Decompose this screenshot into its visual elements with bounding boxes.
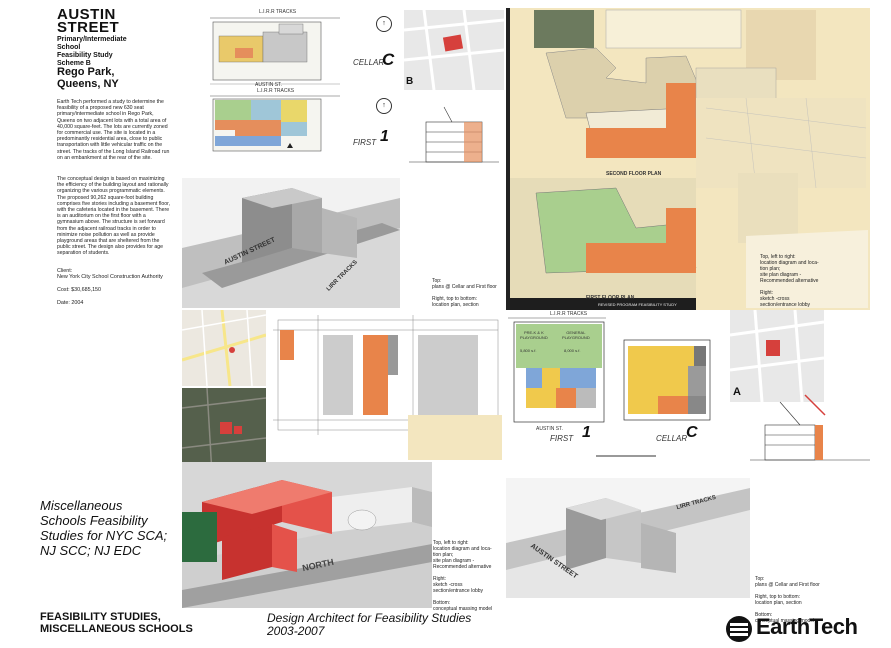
first-num: 1 xyxy=(380,128,389,145)
location-map-1 xyxy=(182,310,266,386)
cellar-label: CELLAR xyxy=(353,58,385,67)
first-label-2: FIRST xyxy=(550,434,574,443)
playground-label-1: PRE-K & K PLAYGROUND xyxy=(520,330,548,340)
austin-st-label: AUSTIN ST. xyxy=(255,82,282,88)
caption-bottom-mid: Top, left to right: location diagram and… xyxy=(433,540,493,612)
second-floor-plan-label: SECOND FLOOR PLAN xyxy=(606,171,662,177)
role-text: Design Architect for Feasibility Studies… xyxy=(267,611,472,638)
cellar-site-plan: L.I.R.R TRACKS AUSTIN ST. xyxy=(205,8,345,90)
section-sketch xyxy=(404,92,504,180)
project-location: Rego Park, Queens, NY xyxy=(57,66,119,90)
first-num-2: 1 xyxy=(582,424,591,441)
first-floor-plan-label: FIRST FLOOR PLAN xyxy=(586,295,635,301)
date-info: Date: 2004 xyxy=(57,300,84,306)
project-subtitle: Primary/Intermediate School Feasibility … xyxy=(57,36,127,67)
playground-label-2: GENERAL PLAYGROUND xyxy=(562,330,590,340)
north-arrow-icon: ↑ xyxy=(376,16,392,32)
massing-model-red: NORTH xyxy=(182,462,432,608)
description-paragraph-1: Earth Tech performed a study to determin… xyxy=(57,99,170,161)
massing-model-top: AUSTIN STREET LIRR TRACKS xyxy=(182,178,400,308)
presentation-board: SECOND FLOOR PLAN FIRST FLOOR PLAN REVIS… xyxy=(506,8,870,310)
location-map-b: B xyxy=(404,10,504,90)
map-b-letter: B xyxy=(406,76,414,87)
title-line2: STREET xyxy=(57,19,120,36)
cellar-letter: C xyxy=(382,50,395,69)
site-plan-diagram xyxy=(268,310,504,460)
massing-model-gray: AUSTIN STREET LIRR TRACKS xyxy=(506,478,750,598)
section-sketch-2 xyxy=(750,390,870,480)
feasibility-heading: FEASIBILITY STUDIES, MISCELLANEOUS SCHOO… xyxy=(40,611,193,635)
earthtech-logo-text: EarthTech xyxy=(756,614,858,639)
austin-st-label-2: AUSTIN ST. xyxy=(536,426,563,432)
lirr-tracks-label: L.I.R.R TRACKS xyxy=(259,9,297,15)
floor-plans: L.I.R.R TRACKS PRE-K & K PLAYGROUND GENE… xyxy=(506,310,728,460)
first-level-marker: ↑ FIRST 1 xyxy=(348,90,400,160)
project-title: AUSTIN STREET xyxy=(57,6,120,36)
revised-label: REVISED PROGRAM FEASIBILITY STUDY xyxy=(598,302,677,307)
description-paragraph-2: The conceptual design is based on maximi… xyxy=(57,176,171,257)
location-map-a: A xyxy=(730,310,824,402)
aerial-photo xyxy=(182,388,266,474)
cost-info: Cost: $30,685,150 xyxy=(57,287,102,293)
cellar-label-2: CELLAR xyxy=(656,434,688,443)
client-info: Client: New York City School Constructio… xyxy=(57,268,163,281)
cellar-letter-2: C xyxy=(686,424,698,441)
earthtech-logo-icon xyxy=(726,616,752,642)
lirr-tracks-label-3: L.I.R.R TRACKS xyxy=(550,311,588,317)
sf-label-2: 8,000 s.f. xyxy=(564,348,581,353)
first-label: FIRST xyxy=(353,138,377,147)
sf-label-1: 5,800 s.f. xyxy=(520,348,537,353)
lirr-tracks-label-2: L.I.R.R TRACKS xyxy=(257,88,295,94)
misc-schools-heading: Miscellaneous Schools Feasibility Studie… xyxy=(40,498,168,558)
north-arrow-icon-2: ↑ xyxy=(376,98,392,114)
map-a-letter: A xyxy=(733,386,741,398)
earthtech-logo: EarthTech xyxy=(722,612,882,644)
title-line1: AUSTIN xyxy=(57,6,116,23)
cellar-level-marker: ↑ CELLAR C xyxy=(348,8,400,90)
caption-bottom-right: Top: plans @ Cellar and First floor Righ… xyxy=(755,576,820,624)
first-floor-site-plan: L.I.R.R TRACKS xyxy=(205,88,345,158)
